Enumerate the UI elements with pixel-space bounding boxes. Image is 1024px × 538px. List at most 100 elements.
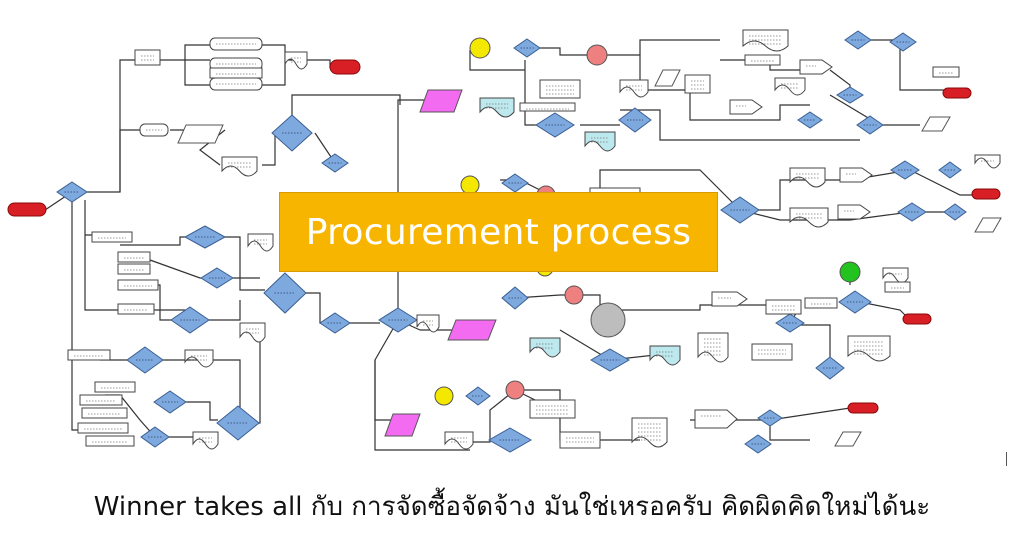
event-circle <box>590 302 626 338</box>
document-shape <box>974 154 1001 169</box>
document-shape <box>619 79 649 98</box>
process-box <box>79 394 123 406</box>
connector-line <box>639 55 810 121</box>
connector-line <box>374 319 405 421</box>
cursor-mark <box>1006 452 1007 466</box>
caption-text: Winner takes all กับ การจัดซื้อจัดจ้าง ม… <box>93 492 931 522</box>
connector-line <box>469 50 525 71</box>
document-shape <box>774 77 806 96</box>
process-box <box>94 381 136 393</box>
document-shape <box>247 233 274 252</box>
rounded-box <box>139 123 169 137</box>
rounded-box <box>209 37 263 51</box>
decision-diamond <box>200 267 234 289</box>
connector-line <box>740 179 850 211</box>
process-box <box>519 102 576 112</box>
connector-line <box>291 94 401 133</box>
event-circle <box>564 285 584 305</box>
decision-diamond <box>618 107 652 133</box>
process-box <box>932 66 960 78</box>
procurement-flowchart <box>7 29 1002 454</box>
document-shape <box>184 349 214 368</box>
terminator <box>942 87 972 99</box>
event-circle <box>586 44 608 66</box>
event-circle <box>469 37 491 59</box>
decision-diamond <box>153 390 187 414</box>
data-parallelogram <box>834 431 862 447</box>
decision-diamond <box>838 290 872 314</box>
document-shape <box>789 207 829 228</box>
process-box <box>117 251 151 263</box>
event-circle <box>505 380 525 400</box>
document-shape <box>631 417 668 448</box>
terminator <box>7 202 47 217</box>
connector-line <box>470 389 516 443</box>
data-parallelogram <box>384 413 421 437</box>
terminator <box>902 313 932 325</box>
connector-line <box>84 200 120 311</box>
connector-line <box>374 360 470 451</box>
process-box <box>744 54 781 66</box>
process-box <box>117 263 151 275</box>
connector-line <box>145 359 241 410</box>
arrow-box <box>799 59 833 75</box>
data-parallelogram <box>654 69 681 87</box>
arrow-box <box>711 291 748 307</box>
document-shape <box>742 29 789 52</box>
connector-line <box>595 39 720 56</box>
process-box <box>751 343 793 361</box>
connector-line <box>769 420 810 441</box>
decision-diamond <box>943 203 967 221</box>
rounded-box <box>209 77 263 91</box>
document-shape <box>284 51 308 70</box>
connector-line <box>150 44 210 61</box>
process-box <box>539 79 581 99</box>
terminator <box>329 59 361 75</box>
process-box <box>134 49 161 66</box>
document-shape <box>416 314 440 333</box>
connector-line <box>262 60 286 86</box>
document-shape <box>847 335 891 362</box>
connector-line <box>899 40 945 91</box>
process-box <box>765 299 802 315</box>
process-box <box>91 231 133 243</box>
arrow-box <box>839 167 873 183</box>
document-shape <box>649 345 681 366</box>
connector-line <box>790 324 831 365</box>
document-shape <box>882 267 909 284</box>
decision-diamond <box>938 161 962 179</box>
data-parallelogram <box>447 319 497 341</box>
data-parallelogram <box>974 217 1002 233</box>
connector-line <box>184 60 210 86</box>
terminator <box>847 402 879 414</box>
arrow-box <box>694 409 738 429</box>
data-parallelogram <box>419 89 463 113</box>
process-box <box>67 349 111 361</box>
process-box <box>81 407 128 419</box>
document-shape <box>221 156 258 177</box>
document-shape <box>789 167 826 188</box>
connector-line <box>72 129 140 193</box>
document-shape <box>479 97 515 118</box>
process-box <box>117 303 155 315</box>
process-box <box>559 431 601 449</box>
data-parallelogram <box>177 124 224 144</box>
document-shape <box>239 322 266 343</box>
process-box <box>804 297 838 309</box>
process-box <box>85 435 135 447</box>
arrow-box <box>837 204 871 220</box>
terminator <box>971 188 1001 200</box>
connector-line <box>620 109 860 141</box>
process-box <box>684 74 711 94</box>
arrow-box <box>729 99 763 115</box>
process-box <box>884 281 911 293</box>
document-shape <box>192 431 219 450</box>
process-box <box>77 422 129 434</box>
process-box <box>529 399 576 419</box>
title-banner: Procurement process <box>279 192 718 272</box>
event-circle <box>839 261 861 283</box>
banner-title: Procurement process <box>305 211 692 253</box>
document-shape <box>444 431 474 450</box>
connector-line <box>71 192 100 431</box>
connector-line <box>525 47 595 56</box>
